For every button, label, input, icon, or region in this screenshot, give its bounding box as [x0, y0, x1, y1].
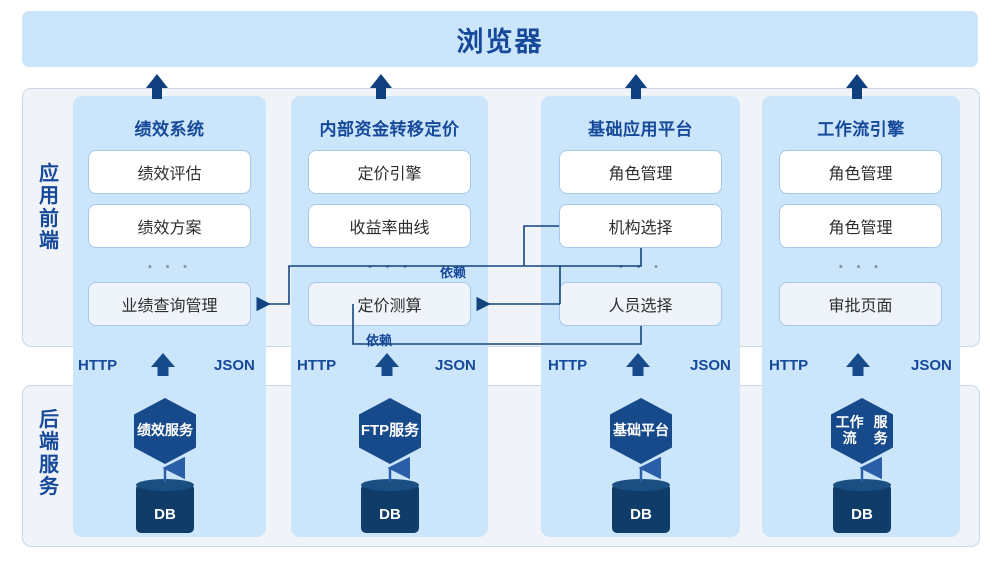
- dependency-label: 依赖: [366, 333, 393, 348]
- database-label: DB: [851, 506, 873, 523]
- service-label-line1: 工作流: [835, 414, 864, 446]
- protocol-http-label: HTTP: [78, 357, 118, 374]
- database-label: DB: [379, 506, 401, 523]
- service-label-line1: 基础: [613, 422, 641, 439]
- module-card[interactable]: 收益率曲线: [308, 204, 471, 248]
- database-cylinder[interactable]: DB: [361, 479, 419, 533]
- database-label: DB: [154, 506, 176, 523]
- module-card[interactable]: 角色管理: [779, 150, 942, 194]
- service-label-line2: 服务: [389, 421, 420, 439]
- ellipsis-indicator: · · ·: [147, 257, 192, 278]
- service-label-line2: 服务: [873, 414, 888, 446]
- module-card[interactable]: 角色管理: [779, 204, 942, 248]
- ellipsis-indicator: · · ·: [618, 257, 663, 278]
- protocol-http-label: HTTP: [548, 357, 588, 374]
- module-card[interactable]: 定价引擎: [308, 150, 471, 194]
- protocol-json-label: JSON: [911, 357, 952, 374]
- column-title-ftp: 内部资金转移定价: [319, 120, 460, 139]
- dependency-label: 依赖: [440, 265, 467, 280]
- protocol-http-label: HTTP: [769, 357, 809, 374]
- module-card[interactable]: 机构选择: [559, 204, 722, 248]
- browser-label: 浏览器: [456, 26, 544, 57]
- module-card-bottom[interactable]: 审批页面: [779, 282, 942, 326]
- module-card[interactable]: 角色管理: [559, 150, 722, 194]
- service-label-line1: 绩效: [137, 422, 165, 439]
- database-cylinder[interactable]: DB: [612, 479, 670, 533]
- backend-layer-label: 后端服务: [39, 409, 59, 499]
- browser-layer: 浏览器: [22, 11, 978, 67]
- frontend-layer-label: 应用前端: [39, 163, 59, 253]
- service-label-line2: 平台: [641, 422, 669, 439]
- database-cylinder[interactable]: DB: [136, 479, 194, 533]
- module-card-bottom[interactable]: 定价测算: [308, 282, 471, 326]
- column-title-workflow: 工作流引擎: [817, 120, 905, 139]
- service-label-line2: 服务: [165, 422, 193, 439]
- module-card[interactable]: 绩效评估: [88, 150, 251, 194]
- protocol-json-label: JSON: [214, 357, 255, 374]
- protocol-json-label: JSON: [435, 357, 476, 374]
- database-label: DB: [630, 506, 652, 523]
- column-title-platform: 基础应用平台: [588, 120, 693, 139]
- module-card-bottom[interactable]: 人员选择: [559, 282, 722, 326]
- column-title-performance: 绩效系统: [134, 120, 205, 139]
- protocol-http-label: HTTP: [297, 357, 337, 374]
- backend-service-hexagon[interactable]: FTP 服务: [359, 398, 421, 464]
- ellipsis-indicator: · · ·: [838, 257, 883, 278]
- database-cylinder[interactable]: DB: [833, 479, 891, 533]
- module-card[interactable]: 绩效方案: [88, 204, 251, 248]
- protocol-json-label: JSON: [690, 357, 731, 374]
- service-label-line1: FTP: [360, 421, 390, 439]
- module-card-bottom[interactable]: 业绩查询管理: [88, 282, 251, 326]
